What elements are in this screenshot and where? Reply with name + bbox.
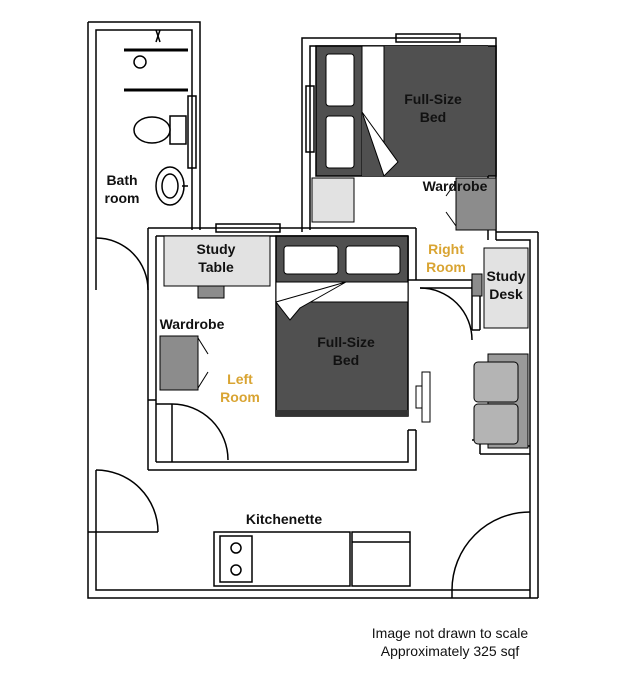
bed-right-room: Full-Size Bed — [315, 45, 497, 177]
toilet-bowl-icon — [133, 116, 171, 144]
desk-chair-icon — [471, 273, 483, 297]
left-room-label-2: Room — [220, 389, 260, 405]
stove-burner-icon — [230, 564, 242, 576]
sofa — [473, 353, 529, 449]
wardrobe-left: Wardrobe — [159, 316, 225, 391]
study-table-label-1: Study — [197, 241, 236, 257]
right-room-label-1: Right — [428, 241, 464, 257]
area-note: Approximately 325 sqf — [380, 643, 520, 659]
bed-right-label-2: Bed — [420, 109, 446, 125]
bed-right-label-1: Full-Size — [404, 91, 462, 107]
bed-left-label-2: Bed — [333, 352, 359, 368]
study-desk-label-2: Desk — [489, 286, 523, 302]
shower-head-icon — [133, 55, 147, 69]
windows — [187, 33, 461, 233]
study-table-label-2: Table — [198, 259, 234, 275]
bed-left-label-1: Full-Size — [317, 334, 375, 350]
toilet-tank-icon — [169, 115, 187, 145]
wardrobe-left-label: Wardrobe — [160, 316, 225, 332]
table-chair-icon — [197, 285, 225, 299]
study-table: Study Table — [163, 235, 271, 299]
bathroom-label-2: room — [105, 190, 140, 206]
door-swings — [95, 237, 531, 591]
kitchenette-counter — [213, 531, 411, 587]
stove-burner-icon — [230, 542, 242, 554]
bathroom-fixtures — [124, 29, 188, 206]
bathroom-label-1: Bath — [106, 172, 137, 188]
wall-shelf — [415, 371, 431, 423]
kitchenette-label: Kitchenette — [246, 511, 322, 527]
study-desk: Study Desk — [471, 247, 529, 329]
left-room-label-1: Left — [227, 371, 253, 387]
scale-note: Image not drawn to scale — [371, 625, 529, 641]
study-desk-label-1: Study — [487, 268, 526, 284]
right-room-label-2: Room — [426, 259, 466, 275]
wardrobe-right: Wardrobe — [423, 177, 497, 231]
wardrobe-right-label: Wardrobe — [423, 178, 488, 194]
nightstand-right — [311, 177, 355, 223]
bed-left-room: Full-Size Bed — [275, 235, 409, 417]
